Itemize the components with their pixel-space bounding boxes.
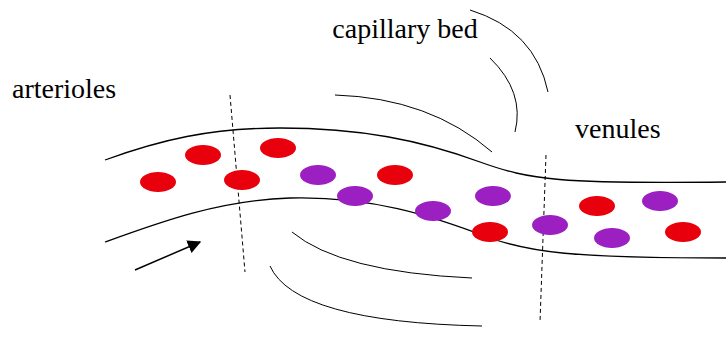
capillary-arc [292,232,472,278]
red-blood-cells [140,138,701,242]
region-label: capillary bed [330,12,480,45]
vessel-wall [105,198,726,258]
capillary-arc [490,58,517,132]
region-label: venules [575,112,661,145]
flow-arrow [135,242,200,270]
boundary-line [540,155,546,322]
capillary-arc [335,95,492,152]
capillary-arc [270,266,482,326]
capillary-arc [470,10,548,92]
deoxygenated-cells [300,165,678,248]
region-label: arterioles [12,72,116,105]
